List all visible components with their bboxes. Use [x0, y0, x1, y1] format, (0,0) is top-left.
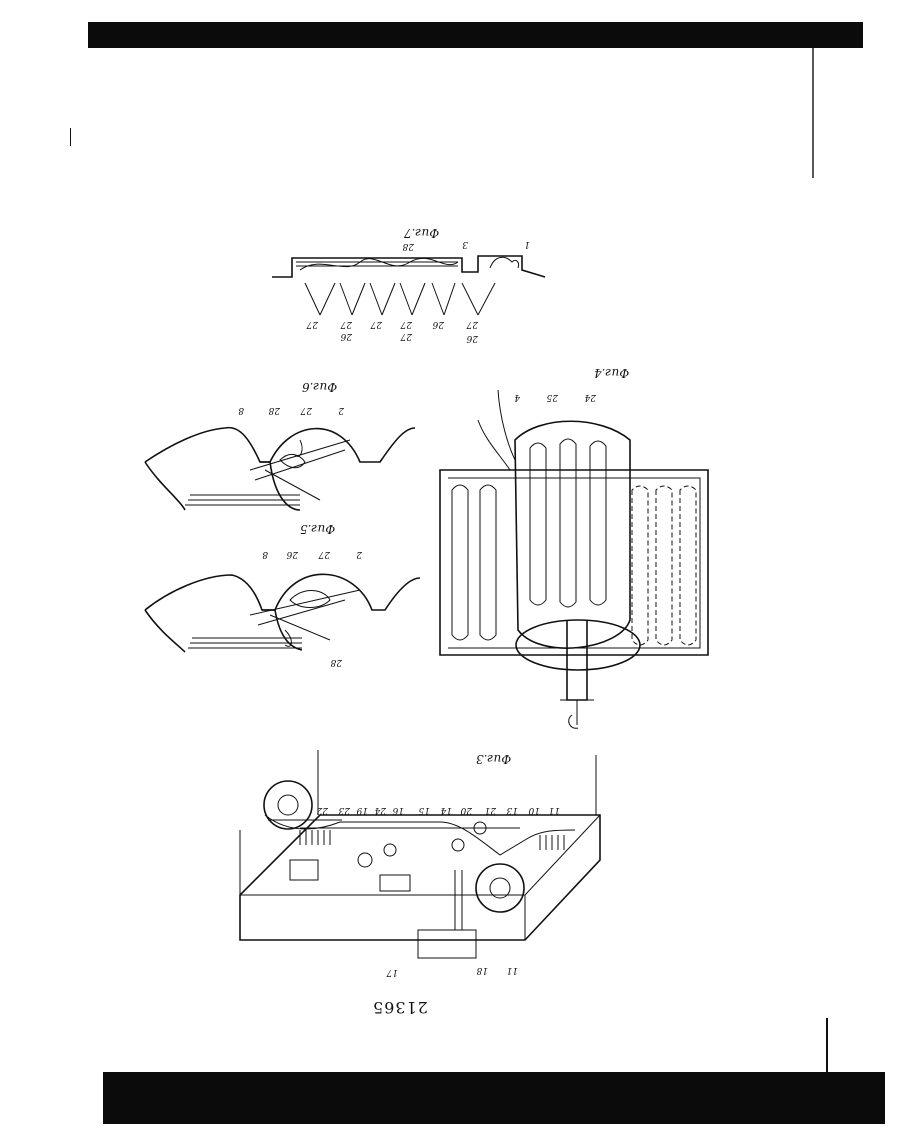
figure-3-label: 10 — [528, 805, 540, 815]
figure-3-label: 21 — [485, 805, 497, 815]
figure-3-label: 13 — [506, 805, 518, 815]
figure-3-label: 19 — [356, 805, 368, 815]
figure-3-label: 20 — [460, 805, 473, 815]
figure-3-label: 11 — [507, 965, 518, 975]
figure-3-label: 18 — [476, 965, 488, 975]
figure-3-label: 17 — [386, 967, 398, 977]
figure-3-label: 22 — [316, 805, 329, 815]
figure-3-label: 16 — [392, 805, 404, 815]
figure-3-label: 23 — [338, 805, 351, 815]
figure-3-label: 24 — [374, 805, 387, 815]
figure-3-label: 11 — [549, 805, 560, 815]
figure-3-label: 15 — [418, 805, 430, 815]
figure-3-label: 14 — [440, 805, 452, 815]
